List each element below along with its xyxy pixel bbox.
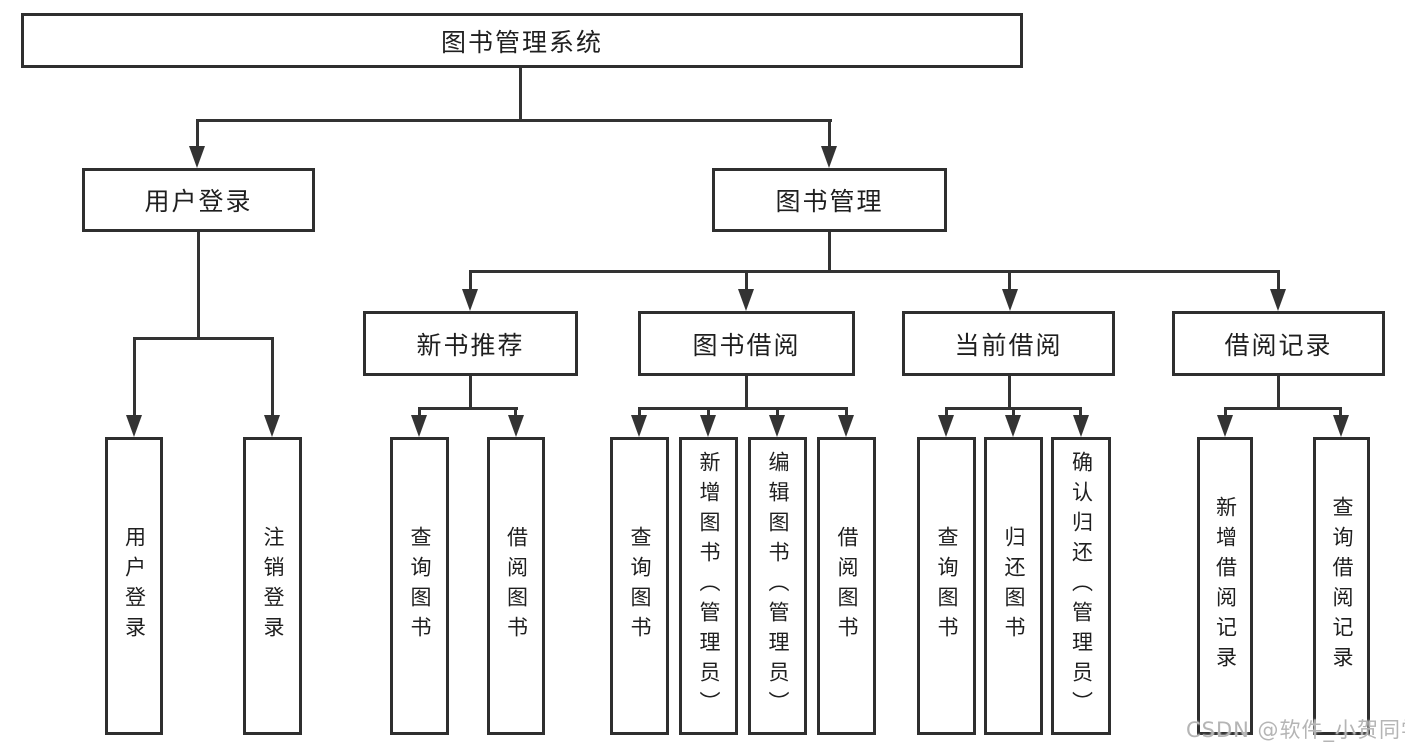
arrow-down-icon: [838, 415, 854, 437]
connector-line: [514, 407, 517, 420]
arrow-down-icon: [769, 415, 785, 437]
leaf-query-book-borrow-label: 查询图书: [628, 526, 652, 646]
leaf-query-book-borrow: 查询图书: [610, 437, 669, 735]
leaf-borrow-book-recommend-label: 借阅图书: [504, 526, 529, 646]
arrow-down-icon: [1217, 415, 1233, 437]
leaf-user-login-label: 用户登录: [122, 526, 147, 646]
leaf-user-login: 用户登录: [105, 437, 163, 735]
leaf-logout: 注销登录: [243, 437, 302, 735]
leaf-confirm-return-admin-label: 确认归还（管理员）: [1069, 451, 1094, 721]
connector-line: [828, 119, 831, 150]
connector-line: [828, 232, 831, 270]
arrow-down-icon: [700, 415, 716, 437]
connector-line: [776, 407, 779, 420]
arrow-down-icon: [938, 415, 954, 437]
node-root: 图书管理系统: [21, 13, 1023, 68]
arrow-down-icon: [1270, 289, 1286, 311]
leaf-borrow-book-recommend: 借阅图书: [487, 437, 545, 735]
leaf-query-book-current-label: 查询图书: [935, 526, 959, 646]
arrow-down-icon: [1073, 415, 1089, 437]
arrow-down-icon: [189, 146, 205, 168]
node-book-management: 图书管理: [712, 168, 947, 232]
connector-line: [133, 337, 274, 340]
leaf-borrow-book-borrow-label: 借阅图书: [835, 526, 859, 646]
leaf-confirm-return-admin: 确认归还（管理员）: [1051, 437, 1111, 735]
connector-line: [418, 407, 421, 420]
arrow-down-icon: [631, 415, 647, 437]
connector-line: [845, 407, 848, 420]
node-root-label: 图书管理系统: [440, 27, 603, 57]
connector-line: [196, 119, 832, 122]
arrow-down-icon: [1005, 415, 1021, 437]
connector-line: [197, 232, 200, 337]
arrow-down-icon: [1333, 415, 1349, 437]
connector-line: [1079, 407, 1082, 420]
connector-line: [745, 376, 748, 407]
connector-line: [1224, 407, 1342, 410]
arrow-down-icon: [1002, 289, 1018, 311]
connector-line: [1008, 270, 1011, 294]
arrow-down-icon: [411, 415, 427, 437]
leaf-add-book-admin-label: 新增图书（管理员）: [697, 451, 721, 721]
arrow-down-icon: [738, 289, 754, 311]
node-book-management-label: 图书管理: [775, 187, 884, 216]
connector-line: [745, 270, 748, 294]
leaf-query-book-recommend-label: 查询图书: [408, 526, 432, 646]
leaf-logout-label: 注销登录: [261, 526, 285, 646]
leaf-edit-book-admin: 编辑图书（管理员）: [748, 437, 807, 735]
arrow-down-icon: [126, 415, 142, 437]
connector-line: [469, 376, 472, 407]
node-user-login-label: 用户登录: [144, 187, 253, 216]
leaf-add-borrow-record-label: 新增借阅记录: [1213, 496, 1238, 676]
node-current-borrow-label: 当前借阅: [954, 330, 1063, 360]
arrow-down-icon: [264, 415, 280, 437]
connector-line: [519, 68, 522, 120]
leaf-add-book-admin: 新增图书（管理员）: [679, 437, 738, 735]
connector-line: [418, 407, 518, 410]
node-book-borrow: 图书借阅: [638, 311, 855, 376]
leaf-return-book: 归还图书: [984, 437, 1043, 735]
connector-line: [1008, 376, 1011, 407]
connector-line: [1277, 376, 1280, 407]
connector-line: [638, 407, 641, 420]
connector-line: [469, 270, 1280, 273]
leaf-return-book-label: 归还图书: [1002, 526, 1026, 646]
connector-line: [1012, 407, 1015, 420]
connector-line: [1224, 407, 1227, 420]
node-user-login: 用户登录: [82, 168, 315, 232]
connector-line: [133, 337, 136, 420]
connector-line: [1339, 407, 1342, 420]
leaf-edit-book-admin-label: 编辑图书（管理员）: [766, 451, 790, 721]
arrow-down-icon: [462, 289, 478, 311]
node-borrow-records-label: 借阅记录: [1224, 330, 1333, 360]
connector-line: [707, 407, 710, 420]
connector-line: [638, 407, 848, 410]
node-current-borrow: 当前借阅: [902, 311, 1115, 376]
node-borrow-records: 借阅记录: [1172, 311, 1385, 376]
leaf-query-borrow-record: 查询借阅记录: [1313, 437, 1370, 735]
watermark: CSDN @软件_小贺同学: [1186, 718, 1405, 742]
arrow-down-icon: [821, 146, 837, 168]
node-new-book-recommend-label: 新书推荐: [416, 330, 525, 360]
leaf-borrow-book-borrow: 借阅图书: [817, 437, 876, 735]
leaf-add-borrow-record: 新增借阅记录: [1197, 437, 1253, 735]
connector-line: [1277, 270, 1280, 294]
arrow-down-icon: [508, 415, 524, 437]
node-book-borrow-label: 图书借阅: [692, 330, 801, 360]
leaf-query-book-current: 查询图书: [917, 437, 976, 735]
connector-line: [945, 407, 948, 420]
connector-line: [271, 337, 274, 420]
leaf-query-borrow-record-label: 查询借阅记录: [1330, 496, 1354, 676]
connector-line: [196, 119, 199, 150]
leaf-query-book-recommend: 查询图书: [390, 437, 449, 735]
node-new-book-recommend: 新书推荐: [363, 311, 578, 376]
connector-line: [469, 270, 472, 294]
